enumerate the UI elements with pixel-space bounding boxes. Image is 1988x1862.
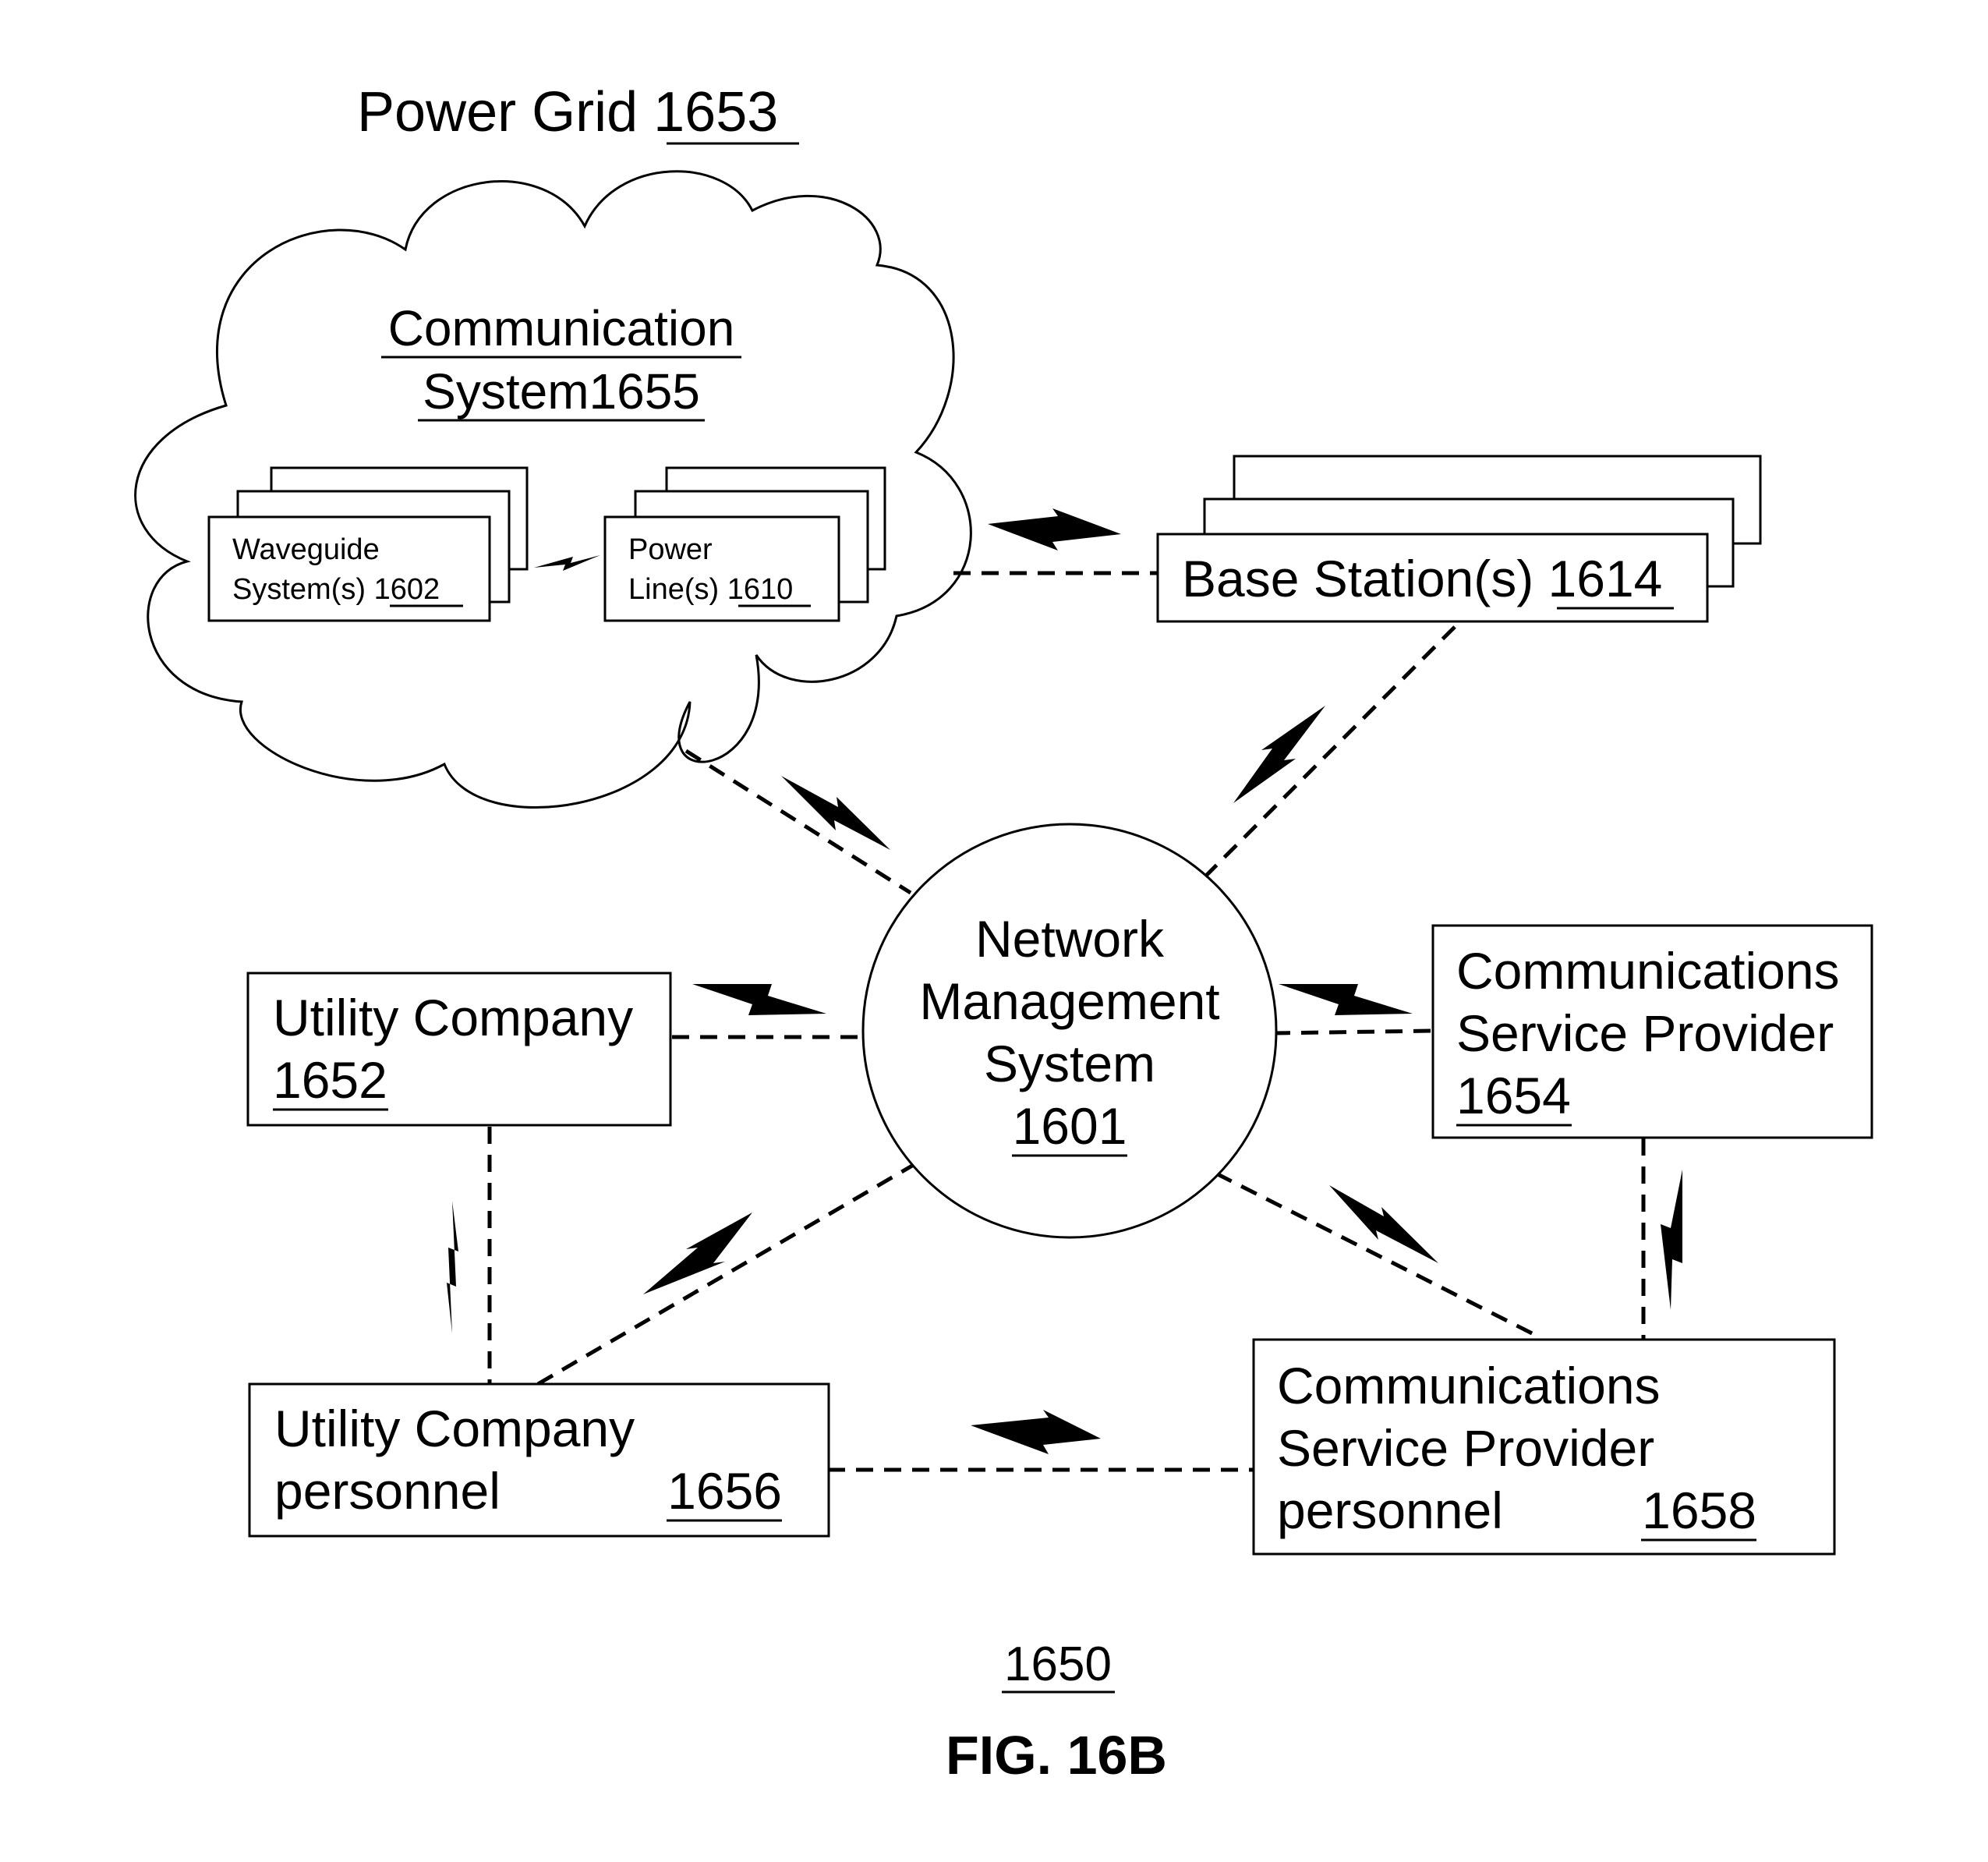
nms-label-line1: Network xyxy=(975,910,1165,968)
nms-label-line3: System xyxy=(984,1035,1155,1092)
csp-label-line2: Service Provider xyxy=(1456,1004,1834,1062)
bolt-utility-personnel xyxy=(447,1201,458,1333)
link-nms-csppersonnel xyxy=(1215,1171,1541,1340)
nms-label-line2: Management xyxy=(919,972,1219,1030)
power-grid-ref: 1653 xyxy=(653,81,778,143)
utility-company-label: Utility Company xyxy=(273,989,633,1046)
svg-text:Power Grid 1653: Power Grid 1653 xyxy=(357,81,778,143)
waveguide-systems-box xyxy=(207,515,491,622)
csp-personnel-label-line2: Service Provider xyxy=(1277,1419,1654,1477)
utility-company-ref: 1652 xyxy=(273,1051,387,1109)
communication-system-label-line2: System1655 xyxy=(423,363,700,419)
svg-text:System(s) 1602: System(s) 1602 xyxy=(232,573,440,606)
waveguide-ref: 1602 xyxy=(374,573,440,606)
bolt-utility-nms xyxy=(692,984,826,1015)
bolt-nms-utilitypersonnel xyxy=(643,1212,752,1294)
csp-box xyxy=(1431,924,1873,1139)
link-nms-utilitypersonnel xyxy=(536,1163,914,1386)
link-basestation-nms xyxy=(1203,622,1459,879)
utility-company-box xyxy=(246,972,672,1127)
communication-system-cloud xyxy=(134,170,972,809)
base-station-label: Base Station(s) xyxy=(1182,550,1548,607)
csp-ref: 1654 xyxy=(1456,1067,1571,1124)
bolt-csp-csppersonnel xyxy=(1661,1170,1682,1310)
utility-company: Utility Company 1652 xyxy=(246,972,672,1127)
base-station-stack: Base Station(s) 1614 xyxy=(1156,455,1762,623)
communication-system-label-line1: Communication xyxy=(388,300,735,356)
nms-circle xyxy=(861,823,1278,1239)
bolt-basestation-nms xyxy=(1233,706,1325,803)
csp-label-line1: Communications xyxy=(1456,942,1840,1000)
figure-ref: 1650 xyxy=(1004,1637,1112,1691)
csp-personnel-label-line3: personnel xyxy=(1277,1481,1503,1539)
base-station-ref: 1614 xyxy=(1548,550,1663,607)
csp-personnel: Communications Service Provider personne… xyxy=(1252,1338,1836,1556)
utility-personnel-label-line1: Utility Company xyxy=(274,1400,635,1457)
power-lines-box xyxy=(603,515,840,622)
utility-personnel-label-line2: personnel xyxy=(274,1462,501,1520)
network-management-system: Network Management System 1601 xyxy=(861,823,1278,1239)
nms-ref: 1601 xyxy=(1013,1097,1127,1155)
power-lines-label-line2: Line(s) xyxy=(628,573,727,606)
bolt-csp-nms xyxy=(1279,984,1413,1015)
csp-personnel-box xyxy=(1252,1338,1836,1556)
communication-system-label: Communication System1655 xyxy=(381,300,741,422)
waveguide-systems-stack: Waveguide System(s) 1602 xyxy=(207,466,529,622)
waveguide-powerline-bolt xyxy=(534,555,600,571)
csp-personnel-label-line1: Communications xyxy=(1277,1357,1661,1414)
figure-caption: FIG. 16B xyxy=(946,1725,1167,1786)
bolt-personnel-personnel xyxy=(971,1410,1101,1454)
waveguide-label-line2: System(s) xyxy=(232,573,374,606)
utility-personnel-box xyxy=(248,1382,830,1538)
power-lines-label-line1: Power xyxy=(628,533,713,566)
csp-personnel-ref: 1658 xyxy=(1642,1481,1756,1539)
communications-service-provider: Communications Service Provider 1654 xyxy=(1431,924,1873,1139)
power-grid-title: Power Grid 1653 xyxy=(357,81,799,145)
utility-personnel-ref: 1656 xyxy=(667,1462,782,1520)
bolt-nms-csppersonnel xyxy=(1329,1185,1438,1263)
utility-company-personnel: Utility Company personnel 1656 xyxy=(248,1382,830,1538)
power-lines-ref: 1610 xyxy=(727,573,794,606)
link-csp-nms xyxy=(1272,1028,1434,1035)
svg-text:Line(s) 1610: Line(s) 1610 xyxy=(628,573,793,606)
svg-text:Base Station(s) 1614: Base Station(s) 1614 xyxy=(1182,550,1662,607)
power-grid-title-text: Power Grid xyxy=(357,81,653,143)
link-cloud-nms xyxy=(684,749,912,895)
waveguide-label-line1: Waveguide xyxy=(232,533,380,566)
bolt-cloud-basestation xyxy=(988,508,1121,550)
bolt-cloud-nms xyxy=(781,776,890,850)
power-lines-stack: Power Line(s) 1610 xyxy=(603,466,886,622)
base-station-box xyxy=(1156,533,1709,623)
